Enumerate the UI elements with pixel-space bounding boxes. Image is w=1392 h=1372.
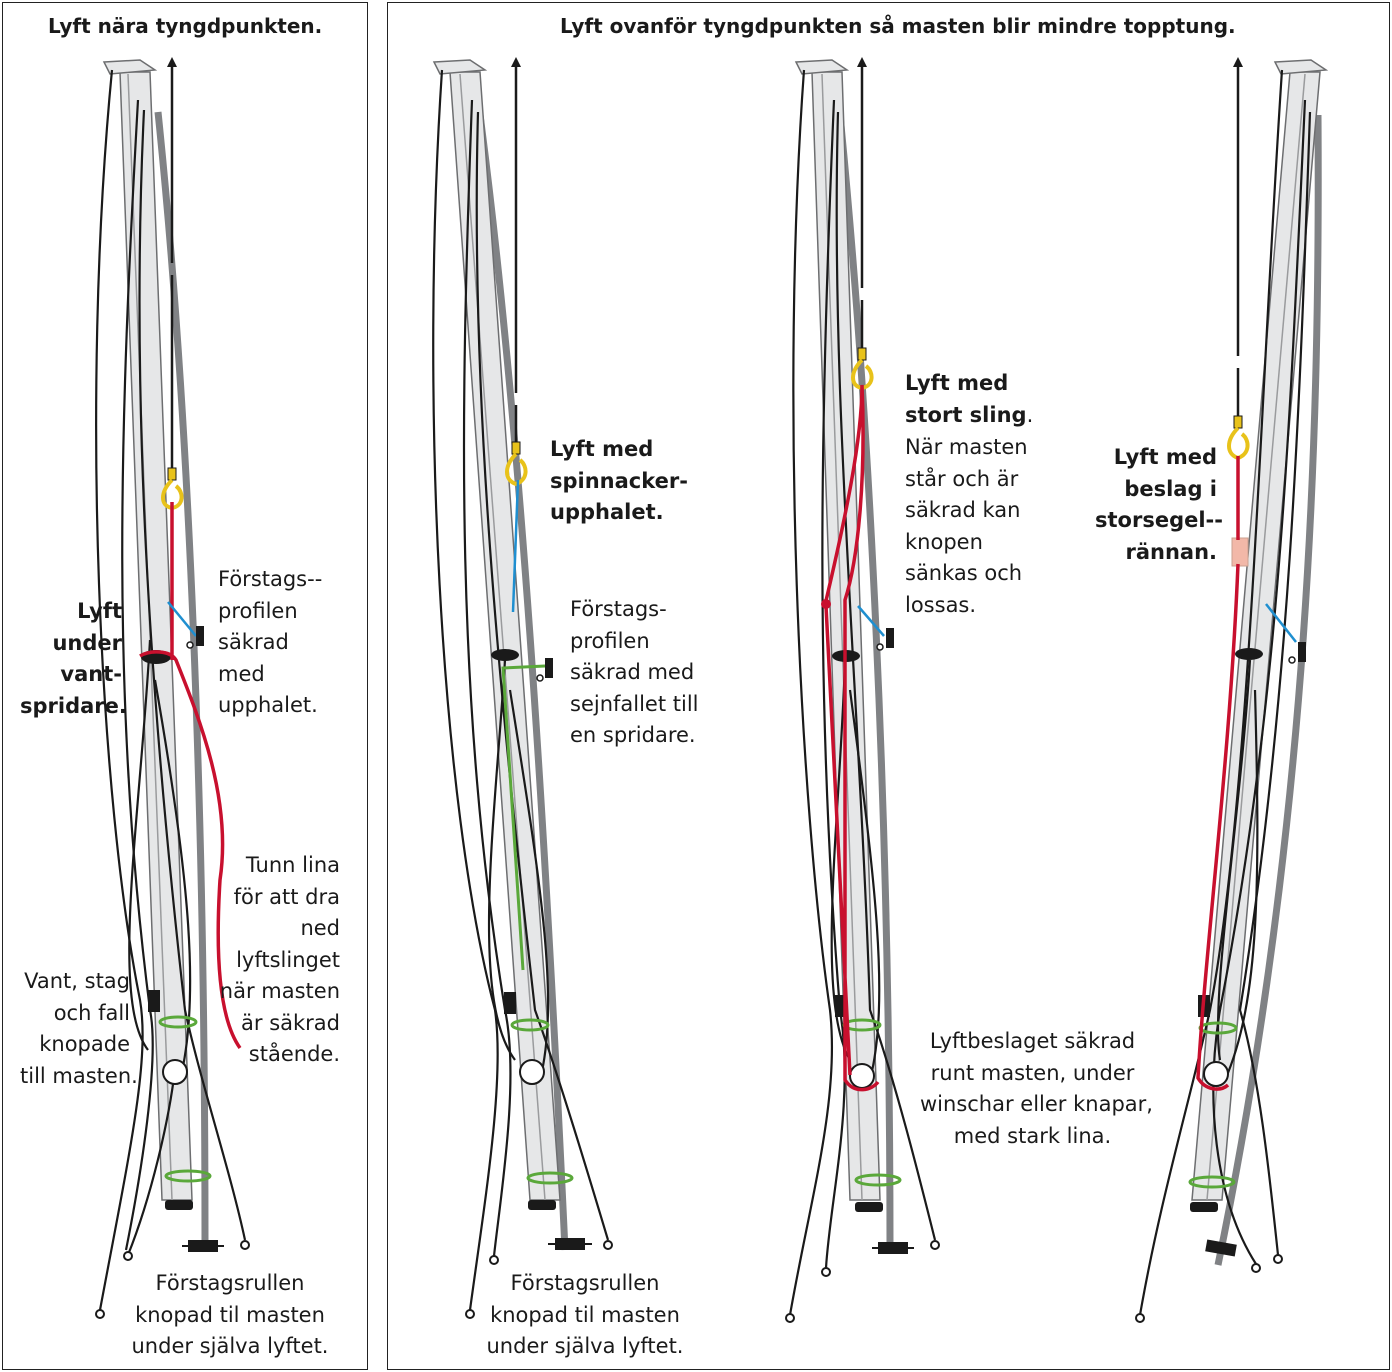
label-thin-line: Tunn lina för att dra ned lyftslinget nä… xyxy=(219,853,340,1066)
mast-3 xyxy=(785,57,940,1323)
label-forestay-secured: Förstags-- profilen säkrad med upphalet. xyxy=(218,567,323,717)
label-big-sling-period: . xyxy=(1026,402,1034,427)
lift-sling xyxy=(139,502,242,1050)
label-big-sling-detail: När masten står och är säkrad kan knopen… xyxy=(905,435,1028,617)
label-shrouds-tied: Vant, stag och fall knopade till masten. xyxy=(20,969,138,1088)
right-panel-title: Lyft ovanför tyngdpunkten så masten blir… xyxy=(560,14,1236,38)
mast-4 xyxy=(1135,57,1329,1323)
shrouds-1 xyxy=(95,69,247,1311)
mast-cap xyxy=(102,59,158,75)
label-forestay-secured-2: Förstags- profilen säkrad med sejnfallet… xyxy=(570,597,699,747)
label-big-sling-bold: Lyft med stort sling xyxy=(905,371,1027,427)
mast-2 xyxy=(432,57,613,1319)
label-spinnaker-lift: Lyft med spinnacker- upphalet. xyxy=(550,437,688,524)
label-fitting-secured: Lyftbeslaget säkrad runt masten, under w… xyxy=(920,1029,1153,1148)
label-mainsail-fitting: Lyft med beslag i storsegel-- rännan. xyxy=(1095,445,1223,564)
mast-1 xyxy=(95,57,250,1319)
label-roller-tied-1: Förstagsrullen knopad til masten under s… xyxy=(131,1271,329,1358)
shackle-icon xyxy=(196,626,204,646)
label-big-sling: Lyft med stort sling. xyxy=(905,368,1033,431)
label-lift-under-spreader: Lyft under vant- spridare. xyxy=(20,599,127,718)
label-roller-tied-2: Förstagsrullen knopad til masten under s… xyxy=(486,1271,684,1358)
left-panel-title: Lyft nära tyngdpunkten. xyxy=(48,14,323,38)
